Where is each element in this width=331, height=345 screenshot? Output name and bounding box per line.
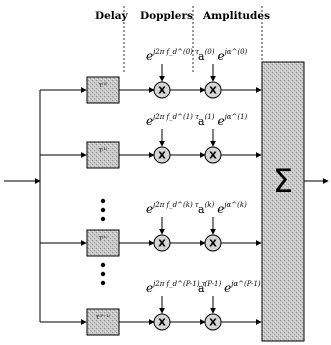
amplitude-coefficient: a(P-1)ejα^(P-1) [198,280,261,295]
amplitude-multiplier-symbol: X [209,151,217,162]
amplitude-coefficient: a(k)ejα^(k) [198,201,247,216]
header-dopplers: Dopplers [140,10,193,22]
doppler-multiplier-symbol: X [158,151,166,162]
header-delay: Delay [95,10,129,22]
summation-block [261,61,305,342]
summation-symbol: Σ [273,162,293,200]
amplitude-multiplier-symbol: X [209,318,217,329]
doppler-exponential: ej2π f_d^(k) τ [146,201,199,216]
delay-label: τ⁽ᴾ⁻¹⁾ [96,314,111,321]
delay-block [86,141,120,169]
delay-label: τ⁽ᵏ⁾ [98,235,108,242]
doppler-multiplier-symbol: X [158,239,166,250]
continuation-dots-upper [100,198,106,222]
doppler-multiplier-symbol: X [158,86,166,97]
delay-block [86,308,120,336]
delay-label: τ⁽⁰⁾ [99,82,108,89]
doppler-multiplier-symbol: X [158,318,166,329]
doppler-exponential: ej2π f_d^(P-1) τ [146,280,206,295]
continuation-dots-lower [100,262,106,286]
amplitude-multiplier-symbol: X [209,239,217,250]
header-amplitudes: Amplitudes [202,10,270,22]
amplitude-coefficient: a(1)ejα^(1) [198,113,248,128]
amplitude-multiplier-symbol: X [209,86,217,97]
amplitude-coefficient: a(0)ejα^(0) [198,48,248,63]
delay-block [86,229,120,257]
delay-block [86,76,120,104]
doppler-exponential: ej2π f_d^(1) τ [146,113,199,128]
doppler-exponential: ej2π f_d^(0) τ [146,48,199,63]
delay-label: τ⁽¹⁾ [99,147,108,154]
